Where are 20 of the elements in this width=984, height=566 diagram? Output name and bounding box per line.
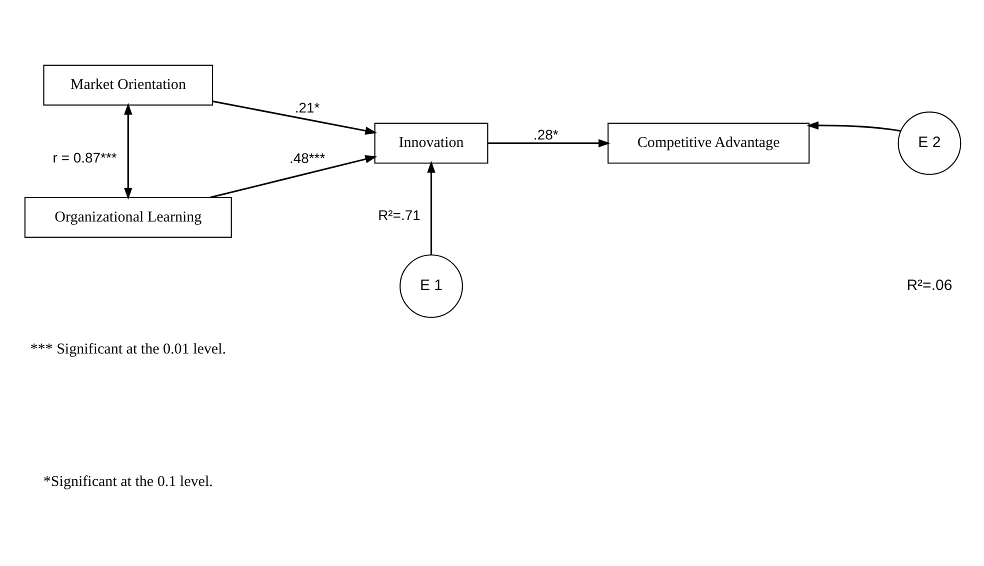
edge-label: .21* <box>294 98 320 115</box>
arrow <box>427 160 436 254</box>
node-box: Organizational Learning <box>24 196 232 238</box>
edge-label: r = 0.87*** <box>52 148 117 165</box>
label: *Significant at the 0.1 level. <box>43 473 213 490</box>
arrow <box>210 154 378 198</box>
edge-label: .28* <box>534 126 558 142</box>
label: *** Significant at the 0.01 level. <box>30 341 226 358</box>
node-box: Competitive Advantage <box>608 122 810 164</box>
label: R²=.06 <box>906 276 952 294</box>
edge-label: R²=.71 <box>378 206 420 223</box>
node-circle: E 2 <box>898 111 962 174</box>
arrow <box>212 100 378 134</box>
node-box: Market Orientation <box>43 64 214 106</box>
edge-label: .48*** <box>289 150 326 166</box>
node-box: Innovation <box>374 122 488 164</box>
arrow <box>488 138 610 147</box>
arrow <box>124 102 132 200</box>
node-circle: E 1 <box>400 254 463 318</box>
arrow <box>806 120 901 132</box>
